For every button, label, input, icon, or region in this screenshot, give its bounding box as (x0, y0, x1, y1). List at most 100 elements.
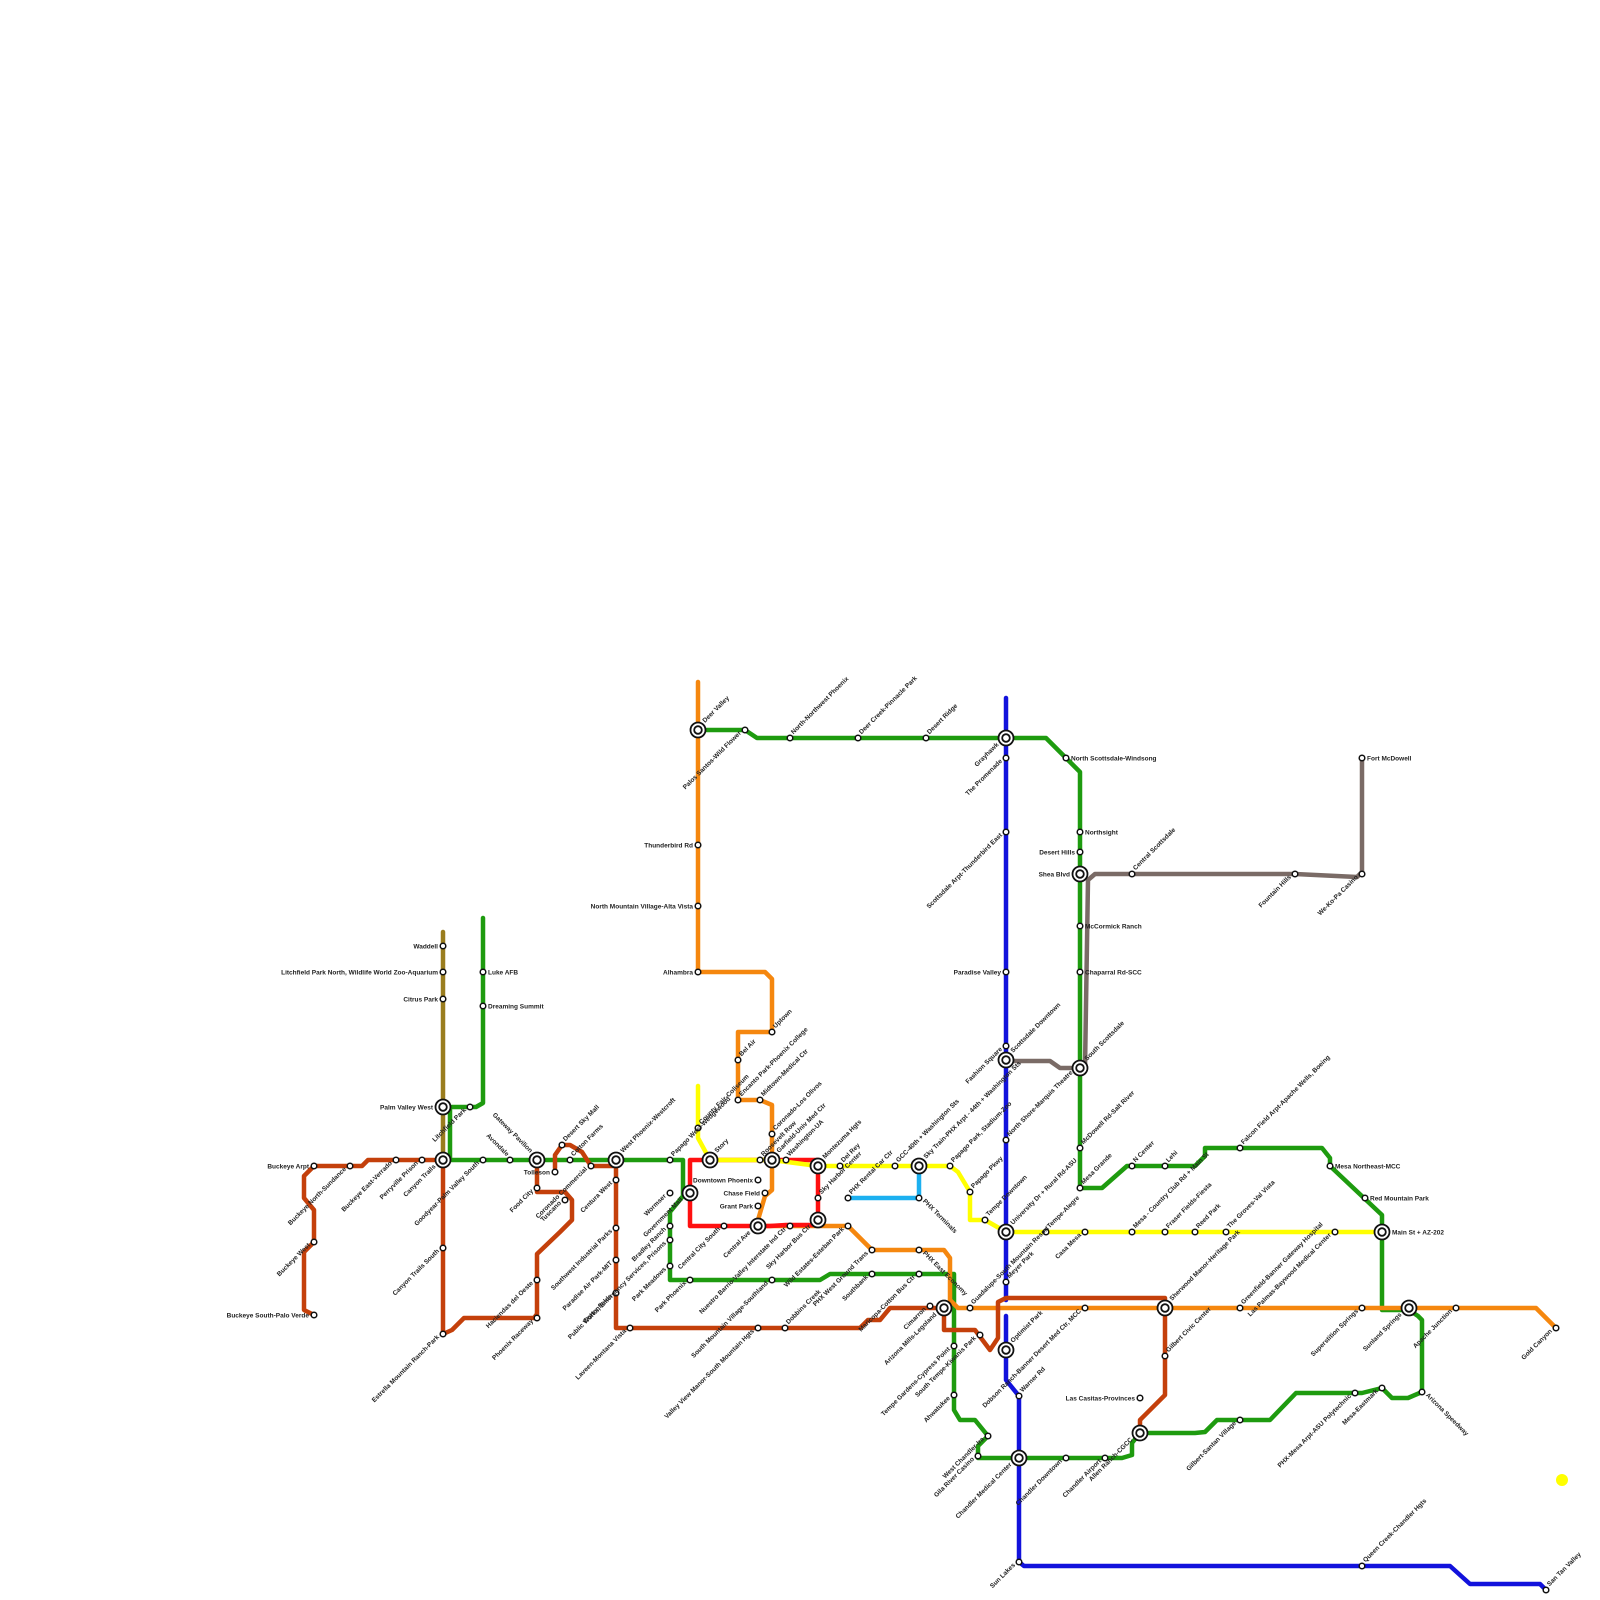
station-central-scottsdale[interactable] (1128, 870, 1136, 878)
station-central-city-south[interactable] (720, 1222, 728, 1230)
station-phx-west-ground[interactable] (868, 1246, 876, 1254)
station-luke-afb[interactable] (479, 968, 487, 976)
station-apache-junction[interactable] (1452, 1304, 1460, 1312)
station-superstition[interactable] (1358, 1304, 1366, 1312)
station-guadalupe[interactable] (966, 1304, 974, 1312)
station-buckeye-east[interactable] (392, 1156, 400, 1164)
station-public-works[interactable] (666, 1236, 674, 1244)
station-dreaming-summit[interactable] (479, 1002, 487, 1010)
station-washington-ua[interactable] (782, 1156, 790, 1164)
station-sky-harbor-center[interactable] (814, 1194, 822, 1202)
station-fort-mcdowell[interactable] (1358, 754, 1366, 762)
station-cottonfields[interactable] (612, 1289, 620, 1297)
station-desert-ridge[interactable] (922, 734, 930, 742)
station-mesa-northeast[interactable] (1326, 1162, 1334, 1170)
station-fraser-fields[interactable] (1161, 1228, 1169, 1236)
station-las-palmas[interactable] (1331, 1228, 1339, 1236)
station-centura-west[interactable] (612, 1176, 620, 1184)
station-the-promenade[interactable] (1002, 754, 1010, 762)
station-reed-park[interactable] (1191, 1228, 1199, 1236)
station-waddell[interactable] (439, 942, 447, 950)
station-south-mountain-village[interactable] (768, 1276, 776, 1284)
station-chandler-downtown[interactable] (1062, 1454, 1070, 1462)
station-nuestro-barrio[interactable] (786, 1222, 794, 1230)
station-wildlife-estates[interactable] (844, 1222, 852, 1230)
station-deer-creek[interactable] (854, 734, 862, 742)
station-chase-field[interactable] (761, 1189, 769, 1197)
station-downtown-phoenix[interactable] (754, 1176, 762, 1184)
station-wear-chandler[interactable] (984, 1432, 992, 1440)
station-gold-canyon[interactable] (1552, 1324, 1560, 1332)
station-meyer-park[interactable] (1002, 1278, 1010, 1286)
station-maricopa-cotton[interactable] (915, 1270, 923, 1278)
station-dobson-ranch[interactable] (1081, 1304, 1089, 1312)
station-grant-park[interactable] (754, 1202, 762, 1210)
station-mesa-eastmark[interactable] (1378, 1384, 1386, 1392)
station-queen-creek[interactable] (1358, 1562, 1366, 1570)
station-palo-santos[interactable] (741, 726, 749, 734)
station-coronado[interactable] (768, 1130, 776, 1138)
station-avondale[interactable] (506, 1156, 514, 1164)
station-cimarron[interactable] (926, 1302, 934, 1310)
station-roosevelt[interactable] (756, 1156, 764, 1164)
station-canyon-trails-south[interactable] (439, 1244, 447, 1252)
station-del-rey[interactable] (836, 1162, 844, 1170)
station-buckeye-north[interactable] (346, 1162, 354, 1170)
station-fashion-square[interactable] (1002, 1042, 1010, 1050)
station-food-city[interactable] (533, 1184, 541, 1192)
station-chaparral[interactable] (1076, 968, 1084, 976)
station-sun-lakes[interactable] (1015, 1558, 1023, 1566)
station-mccormick-ranch[interactable] (1076, 922, 1084, 930)
station-papago-pkwy[interactable] (966, 1188, 974, 1196)
station-gcc-40th[interactable] (891, 1162, 899, 1170)
station-park-meadows[interactable] (666, 1262, 674, 1270)
station-phx-mesa-arpt[interactable] (1351, 1389, 1359, 1397)
station-park-phoenix[interactable] (686, 1276, 694, 1284)
station-laveen[interactable] (626, 1324, 634, 1332)
station-gilbert-civic[interactable] (1161, 1352, 1169, 1360)
station-tolleson[interactable] (551, 1168, 559, 1176)
station-ahwatukee[interactable] (950, 1391, 958, 1399)
station-bel-air[interactable] (734, 1056, 742, 1064)
station-north-shore[interactable] (1002, 1136, 1010, 1144)
station-goodyear[interactable] (479, 1156, 487, 1164)
station-paradise-valley[interactable] (1002, 968, 1010, 976)
station-desert-hills[interactable] (1076, 848, 1084, 856)
station-uptown[interactable] (768, 1028, 776, 1036)
station-mesa-country-club[interactable] (1128, 1228, 1136, 1236)
station-warner-rd[interactable] (1015, 1392, 1023, 1400)
station-buckeye-south[interactable] (310, 1311, 318, 1319)
station-desert-sky[interactable] (558, 1141, 566, 1149)
station-phoenix-raceway[interactable] (533, 1314, 541, 1322)
station-valley-view[interactable] (754, 1324, 762, 1332)
station-mcdowell-salt[interactable] (1076, 1144, 1084, 1152)
station-lehi[interactable] (1161, 1162, 1169, 1170)
station-buckeye-arpt[interactable] (310, 1162, 318, 1170)
station-midtown[interactable] (756, 1096, 764, 1104)
station-brazilla[interactable] (666, 1222, 674, 1230)
station-thunderbird-rd[interactable] (694, 841, 702, 849)
station-we-ko-pa[interactable] (1358, 870, 1366, 878)
station-kiwanis[interactable] (976, 1331, 984, 1339)
station-buckeye-west[interactable] (310, 1238, 318, 1246)
station-n-scottsdale-windsong[interactable] (1062, 754, 1070, 762)
station-dobbins[interactable] (781, 1324, 789, 1332)
station-tempe-downtown[interactable] (981, 1216, 989, 1224)
station-groves[interactable] (1222, 1228, 1230, 1236)
station-papago-west[interactable] (666, 1156, 674, 1164)
station-sw-industrial[interactable] (612, 1224, 620, 1232)
station-litchfield[interactable] (439, 968, 447, 976)
station-scottsdale-arpt[interactable] (1002, 828, 1010, 836)
station-papago-park[interactable] (946, 1162, 954, 1170)
station-las-casitas[interactable] (1136, 1394, 1144, 1402)
station-phx-east-economy[interactable] (915, 1246, 923, 1254)
station-tempe-alegre[interactable] (1042, 1228, 1050, 1236)
station-wormser[interactable] (666, 1189, 674, 1197)
station-gila-river[interactable] (974, 1452, 982, 1460)
station-nm-village[interactable] (694, 902, 702, 910)
station-san-tan-valley[interactable] (1542, 1586, 1550, 1594)
station-nnw-phoenix[interactable] (786, 734, 794, 742)
station-litchfield-park[interactable] (466, 1103, 474, 1111)
station-county-fair[interactable] (694, 1124, 702, 1132)
station-maryvale[interactable] (566, 1156, 574, 1164)
